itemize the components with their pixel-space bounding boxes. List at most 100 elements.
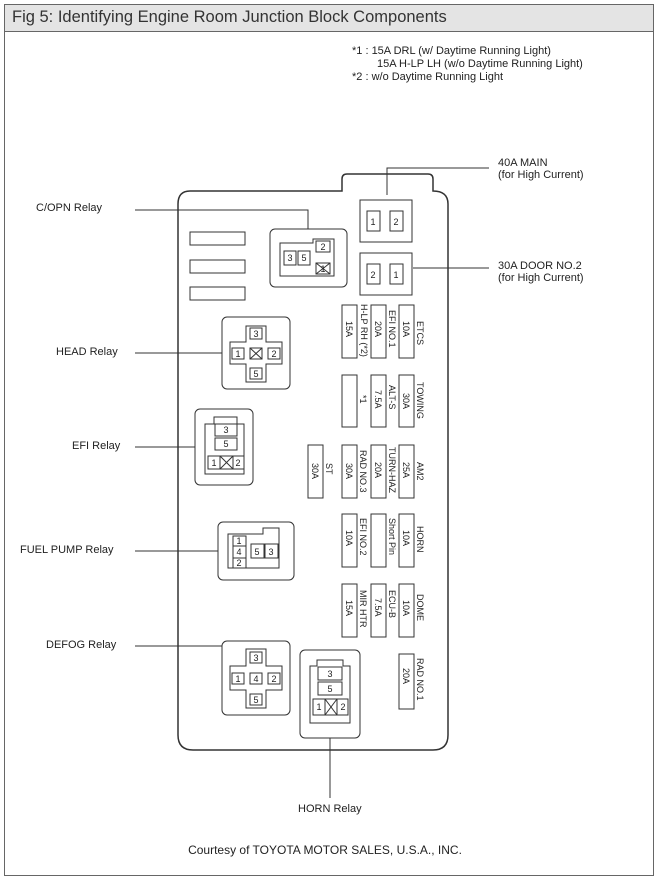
fuse-short-pin	[370, 513, 387, 568]
fuse-st	[307, 444, 324, 499]
fuse-amp: 10A	[401, 600, 411, 616]
relay-efi	[194, 408, 254, 486]
callout-door-fuse: 30A DOOR NO.2	[498, 260, 582, 272]
fuse-horn	[398, 513, 415, 568]
fuse-label: *1	[358, 395, 368, 404]
terminal-label: 2	[236, 558, 241, 568]
terminal-label: 3	[287, 253, 292, 263]
note-1: *1 : 15A DRL (w/ Daytime Running Light)	[352, 45, 551, 57]
figure-frame: Fig 5: Identifying Engine Room Junction …	[4, 4, 654, 876]
terminal-label: 3	[253, 329, 258, 339]
terminal-label: 1	[370, 217, 375, 227]
terminal-label: 1	[236, 536, 241, 546]
fuse-amp: 20A	[373, 321, 383, 337]
fuse-amp: 20A	[401, 668, 411, 684]
terminal-label: 2	[370, 270, 375, 280]
fuse-label: HORN	[415, 526, 425, 553]
terminal-label: 2	[320, 242, 325, 252]
relay-horn	[299, 649, 361, 739]
fuse-ecu-b	[370, 583, 387, 638]
fuse-amp: 7.5A	[373, 598, 383, 617]
terminal-label: 3	[253, 653, 258, 663]
label-copn-relay: C/OPN Relay	[36, 202, 103, 214]
fuse-etcs	[398, 304, 415, 359]
terminal-label: 2	[271, 349, 276, 359]
callout-door-fuse-note: (for High Current)	[498, 272, 584, 284]
fuse-label: H-LP RH (*2)	[359, 304, 369, 357]
fuse-rad-no1	[398, 653, 415, 710]
fuse-rad-no3	[341, 444, 358, 499]
fuse-label: ALT-S	[387, 385, 397, 409]
terminal-label: 3	[223, 425, 228, 435]
fuse-efi-no1	[370, 304, 387, 359]
terminal-label: 2	[271, 674, 276, 684]
spare-slot	[189, 259, 246, 274]
fuse-star1	[341, 374, 358, 428]
figure-title: Fig 5: Identifying Engine Room Junction …	[12, 8, 447, 26]
fuse-amp: 10A	[344, 530, 354, 546]
junction-block-outline	[177, 173, 449, 751]
spare-slot	[189, 286, 246, 301]
label-head-relay: HEAD Relay	[56, 346, 118, 358]
fuse-40a-main	[359, 199, 413, 243]
fuse-label: ECU-B	[387, 590, 397, 618]
fuse-label: RAD NO.3	[358, 450, 368, 493]
callout-main-fuse-note: (for High Current)	[498, 169, 584, 181]
fuse-label: MIR HTR	[358, 590, 368, 628]
label-defog-relay: DEFOG Relay	[46, 639, 117, 651]
fuse-turn-haz	[370, 444, 387, 499]
terminal-label: 5	[223, 439, 228, 449]
callout-main-fuse: 40A MAIN	[498, 157, 548, 169]
fuse-towing	[398, 374, 415, 428]
fuse-label: TOWING	[415, 382, 425, 419]
title-bar: Fig 5: Identifying Engine Room Junction …	[5, 5, 653, 32]
relay-copn	[269, 228, 348, 288]
label-efi-relay: EFI Relay	[72, 440, 121, 452]
fuse-label: RAD NO.1	[415, 658, 425, 701]
terminal-label: 4	[253, 674, 258, 684]
fuse-label: ST	[324, 463, 334, 475]
fuse-mir-htr	[341, 583, 358, 638]
terminal-label: 1	[393, 270, 398, 280]
fuse-amp: 25A	[401, 462, 411, 478]
terminal-label: 5	[254, 547, 259, 557]
fuse-amp: 15A	[344, 321, 354, 337]
fuse-label: Short Pin	[387, 518, 397, 555]
terminal-label: 5	[327, 684, 332, 694]
terminal-label: 2	[340, 702, 345, 712]
terminal-label: 5	[253, 369, 258, 379]
fuse-amp: 15A	[344, 600, 354, 616]
fuse-label: EFI NO.2	[358, 518, 368, 556]
relay-fuel-pump	[217, 521, 295, 581]
fuse-30a-door-no2	[359, 252, 413, 296]
fuse-amp: 30A	[344, 463, 354, 479]
fuse-amp: 10A	[401, 530, 411, 546]
terminal-label: 5	[253, 695, 258, 705]
terminal-label: 3	[268, 547, 273, 557]
fuse-dome	[398, 583, 415, 638]
label-fuel-pump-relay: FUEL PUMP Relay	[20, 544, 114, 556]
fuse-amp: 20A	[373, 462, 383, 478]
terminal-label: 5	[301, 253, 306, 263]
fuse-hlp-rh	[341, 304, 358, 359]
terminal-label: 2	[393, 217, 398, 227]
fuse-label: DOME	[415, 594, 425, 621]
fuse-am2	[398, 444, 415, 499]
terminal-label: 1	[211, 458, 216, 468]
courtesy-credit: Courtesy of TOYOTA MOTOR SALES, U.S.A., …	[188, 843, 462, 857]
fuse-label: TURN-HAZ	[387, 447, 397, 493]
fuse-alt-s	[370, 374, 387, 428]
relay-defog	[221, 640, 291, 716]
terminal-label: 1	[320, 264, 325, 274]
terminal-label: 1	[235, 674, 240, 684]
fuse-efi-no2	[341, 513, 358, 568]
label-horn-relay: HORN Relay	[298, 803, 362, 815]
terminal-label: 1	[235, 349, 240, 359]
note-2: *2 : w/o Daytime Running Light	[352, 71, 504, 83]
terminal-label: 1	[316, 702, 321, 712]
terminal-label: 3	[327, 669, 332, 679]
fuse-amp: 30A	[401, 393, 411, 409]
terminal-label: 4	[236, 547, 241, 557]
fuse-label: EFI NO.1	[387, 310, 397, 348]
